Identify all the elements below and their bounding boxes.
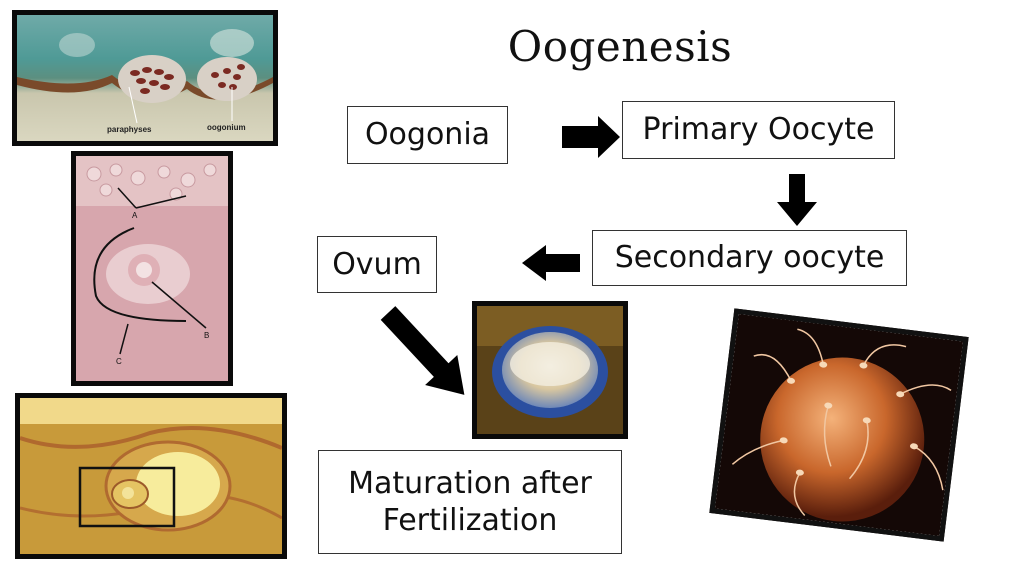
- label-a: A: [132, 211, 138, 220]
- stage-box-oogonia: Oogonia: [347, 106, 508, 164]
- fertilization-drawing: [714, 313, 964, 537]
- image-fertilization: [709, 308, 969, 542]
- algae-drawing: [17, 29, 273, 124]
- stage-label-primary-oocyte: Primary Oocyte: [642, 112, 875, 148]
- stage-label-oogonia: Oogonia: [364, 117, 491, 153]
- stage-box-maturation: Maturation after Fertilization: [318, 450, 622, 554]
- egg-zona-drawing: [477, 306, 623, 434]
- follicle-pink-drawing: A B C: [76, 156, 228, 366]
- label-c: C: [116, 357, 122, 366]
- label-oogonium: oogonium: [207, 123, 246, 132]
- follicle-gold-drawing: [20, 398, 282, 532]
- stage-label-secondary-oocyte: Secondary oocyte: [614, 240, 885, 276]
- page-title: Oogenesis: [507, 22, 733, 71]
- arrow-down: [777, 174, 817, 226]
- stage-box-ovum: Ovum: [317, 236, 437, 293]
- label-paraphyses: paraphyses: [107, 125, 152, 134]
- stage-box-primary-oocyte: Primary Oocyte: [622, 101, 895, 159]
- image-follicle-gold: [15, 393, 287, 559]
- arrow-left: [522, 245, 580, 281]
- stage-label-ovum: Ovum: [332, 246, 422, 282]
- image-algae-section: paraphyses oogonium: [12, 10, 278, 146]
- stage-label-maturation: Maturation after Fertilization: [348, 465, 592, 539]
- image-egg-zona: [472, 301, 628, 439]
- image-follicle-pink: A B C: [71, 151, 233, 386]
- arrow-right: [562, 116, 620, 158]
- arrow-diagonal: [380, 306, 465, 395]
- label-b: B: [204, 331, 209, 340]
- stage-box-secondary-oocyte: Secondary oocyte: [592, 230, 907, 286]
